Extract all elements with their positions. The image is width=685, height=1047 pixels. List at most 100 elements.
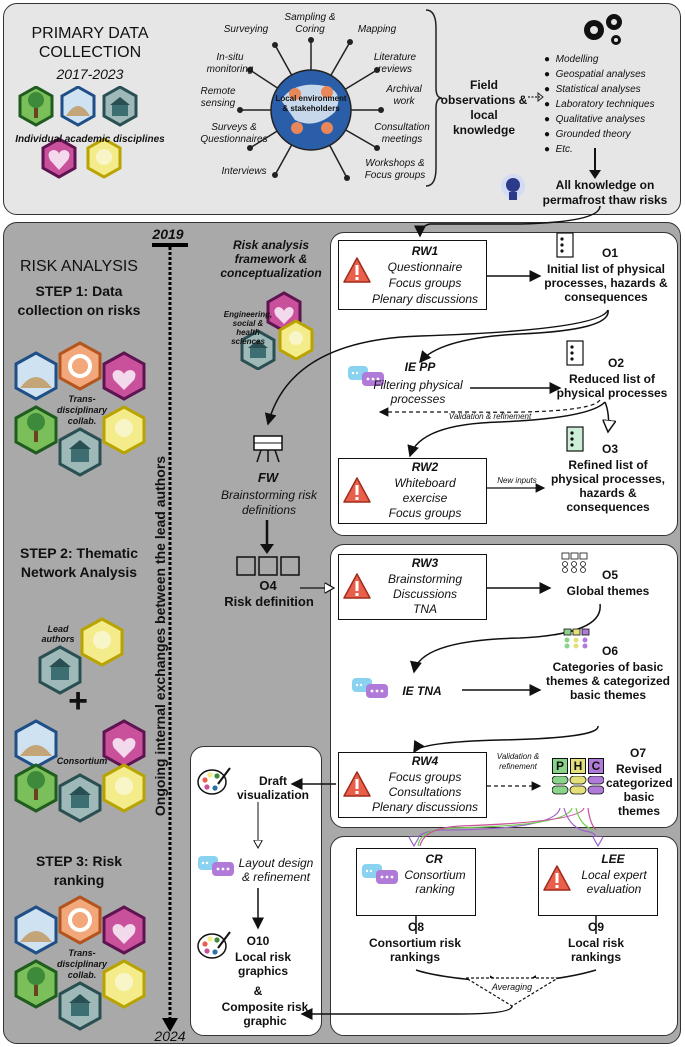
o6-code: O6 bbox=[601, 644, 618, 658]
brace-shape bbox=[425, 9, 443, 187]
analyses-list: ● Modelling ● Geospatial analyses ● Stat… bbox=[544, 54, 684, 156]
fw-down-arrow bbox=[260, 520, 274, 554]
tree-hex-icon bbox=[18, 86, 54, 127]
o7-code: O7 bbox=[629, 746, 646, 760]
list-icon bbox=[566, 340, 584, 366]
rw2-line: exercise bbox=[402, 491, 448, 505]
house-hex-icon bbox=[38, 645, 82, 695]
o9-code: O9 bbox=[587, 920, 604, 934]
lee-code: LEE bbox=[601, 852, 625, 866]
o8-code: O8 bbox=[407, 920, 424, 934]
gears-icon bbox=[584, 14, 622, 45]
engineering-hexagons bbox=[240, 291, 314, 370]
method-literature: Literature reviews bbox=[373, 52, 417, 75]
fw-text: Brainstorming risk definitions bbox=[220, 488, 318, 517]
heart-hex-icon bbox=[102, 719, 146, 769]
o7-text: Revised categorized basic themes bbox=[606, 762, 673, 818]
method-mapping: Mapping bbox=[357, 24, 397, 35]
transdisciplinary-hexagons-1 bbox=[14, 341, 146, 477]
house-hex-icon bbox=[58, 981, 102, 1031]
analyses-down-arrow bbox=[589, 148, 601, 179]
warning-icon bbox=[543, 865, 571, 891]
o8-text: Consortium risk rankings bbox=[368, 936, 461, 964]
wave-hex-icon bbox=[14, 905, 58, 955]
lead-authors-hexagons bbox=[38, 617, 124, 695]
house-hex-icon bbox=[58, 773, 102, 823]
o6-text: Categories of basic themes & categorized… bbox=[545, 660, 671, 702]
years-label: 2017-2023 bbox=[56, 66, 124, 82]
o5-code: O5 bbox=[601, 568, 618, 582]
warning-icon bbox=[343, 257, 371, 283]
layout-design-label: Layout design & refinement bbox=[238, 856, 314, 884]
fw-code: FW bbox=[257, 470, 279, 485]
warning-icon bbox=[343, 477, 371, 503]
step2-label: STEP 2: Thematic Network Analysis bbox=[19, 545, 138, 580]
validation2-label: Validation & refinement bbox=[496, 752, 540, 771]
method-archival: Archival work bbox=[386, 84, 422, 107]
rw3-line: Discussions bbox=[392, 587, 458, 601]
draft-visualization-label: Draft visualization bbox=[236, 774, 310, 802]
warning-icon bbox=[343, 771, 371, 797]
lee-text: Local expert evaluation bbox=[581, 868, 647, 896]
chat-bubbles-icon bbox=[352, 678, 388, 698]
lifebuoy-hex-icon bbox=[58, 895, 102, 945]
timeline-start-year: 2019 bbox=[152, 226, 184, 242]
o5-text: Global themes bbox=[566, 584, 650, 598]
cr-text: Consortium ranking bbox=[404, 868, 466, 896]
method-surveys: Surveys & Questionnaires bbox=[200, 122, 268, 145]
o1-code: O1 bbox=[601, 246, 618, 260]
tree-hex-icon bbox=[14, 405, 58, 455]
field-to-analyses-arrow bbox=[528, 92, 544, 102]
analysis-item: ● Grounded theory bbox=[544, 129, 631, 140]
chat-bubbles-icon bbox=[348, 366, 384, 386]
rw4-line: Focus groups bbox=[388, 770, 462, 784]
all-knowledge-label: All knowledge on permafrost thaw risks bbox=[542, 178, 668, 207]
list-icon-green bbox=[566, 426, 584, 452]
analysis-item: ● Qualitative analyses bbox=[544, 114, 646, 125]
step1-label: STEP 1: Data collection on risks bbox=[17, 283, 141, 318]
analysis-item: ● Statistical analyses bbox=[544, 84, 641, 95]
rw2-code: RW2 bbox=[411, 460, 439, 474]
o4-text: Risk definition bbox=[224, 594, 314, 609]
iepp-text: Filtering physical processes bbox=[373, 378, 463, 406]
whiteboard-icon bbox=[253, 435, 283, 463]
o10-code: O10 bbox=[246, 934, 270, 948]
validation-label: Validation & refinement bbox=[448, 412, 532, 421]
house-hex-icon bbox=[102, 86, 138, 127]
phc-p: P bbox=[552, 758, 568, 774]
timeline-arrow bbox=[152, 243, 188, 1032]
themes-grid-icon bbox=[561, 552, 588, 573]
o2-text: Reduced list of physical processes bbox=[556, 372, 668, 400]
head-hex-icon bbox=[86, 137, 122, 179]
lifebuoy-hex-icon bbox=[58, 341, 102, 391]
engineering-label: Engineering, social & health sciences bbox=[223, 310, 273, 346]
iepp-code: IE PP bbox=[404, 360, 436, 374]
framework-label: Risk analysis framework & conceptualizat… bbox=[220, 238, 322, 280]
method-remote-sensing: Remote sensing bbox=[200, 86, 236, 109]
chat-bubbles-icon bbox=[198, 856, 234, 876]
head-hex-icon bbox=[102, 763, 146, 813]
rw1-line: Focus groups bbox=[388, 276, 462, 290]
o3-code: O3 bbox=[601, 442, 618, 456]
phc-dots bbox=[552, 776, 604, 795]
rw4-code: RW4 bbox=[411, 754, 439, 768]
wave-hex-icon bbox=[60, 86, 96, 127]
themes-grid-colored-icon bbox=[563, 628, 590, 649]
tree-hex-icon bbox=[14, 763, 58, 813]
house-hex-icon bbox=[240, 329, 276, 370]
averaging-funnel bbox=[464, 977, 560, 1007]
rw3-code: RW3 bbox=[411, 556, 439, 570]
lightbulb-icon bbox=[501, 174, 525, 200]
transdisciplinary-hexagons-2 bbox=[14, 895, 146, 1031]
methods-globe bbox=[237, 37, 384, 181]
heart-hex-icon bbox=[102, 351, 146, 401]
o10-amp: & bbox=[253, 984, 263, 998]
rw2-line: Whiteboard bbox=[394, 476, 456, 490]
tree-hex-icon bbox=[14, 959, 58, 1009]
consortium-hexagons bbox=[14, 719, 146, 823]
head-hex-icon bbox=[278, 319, 314, 361]
rw1-code: RW1 bbox=[411, 244, 439, 258]
rw4-line: Plenary discussions bbox=[371, 800, 479, 814]
cr-box bbox=[356, 848, 476, 916]
new-inputs-label: New inputs bbox=[497, 476, 537, 485]
